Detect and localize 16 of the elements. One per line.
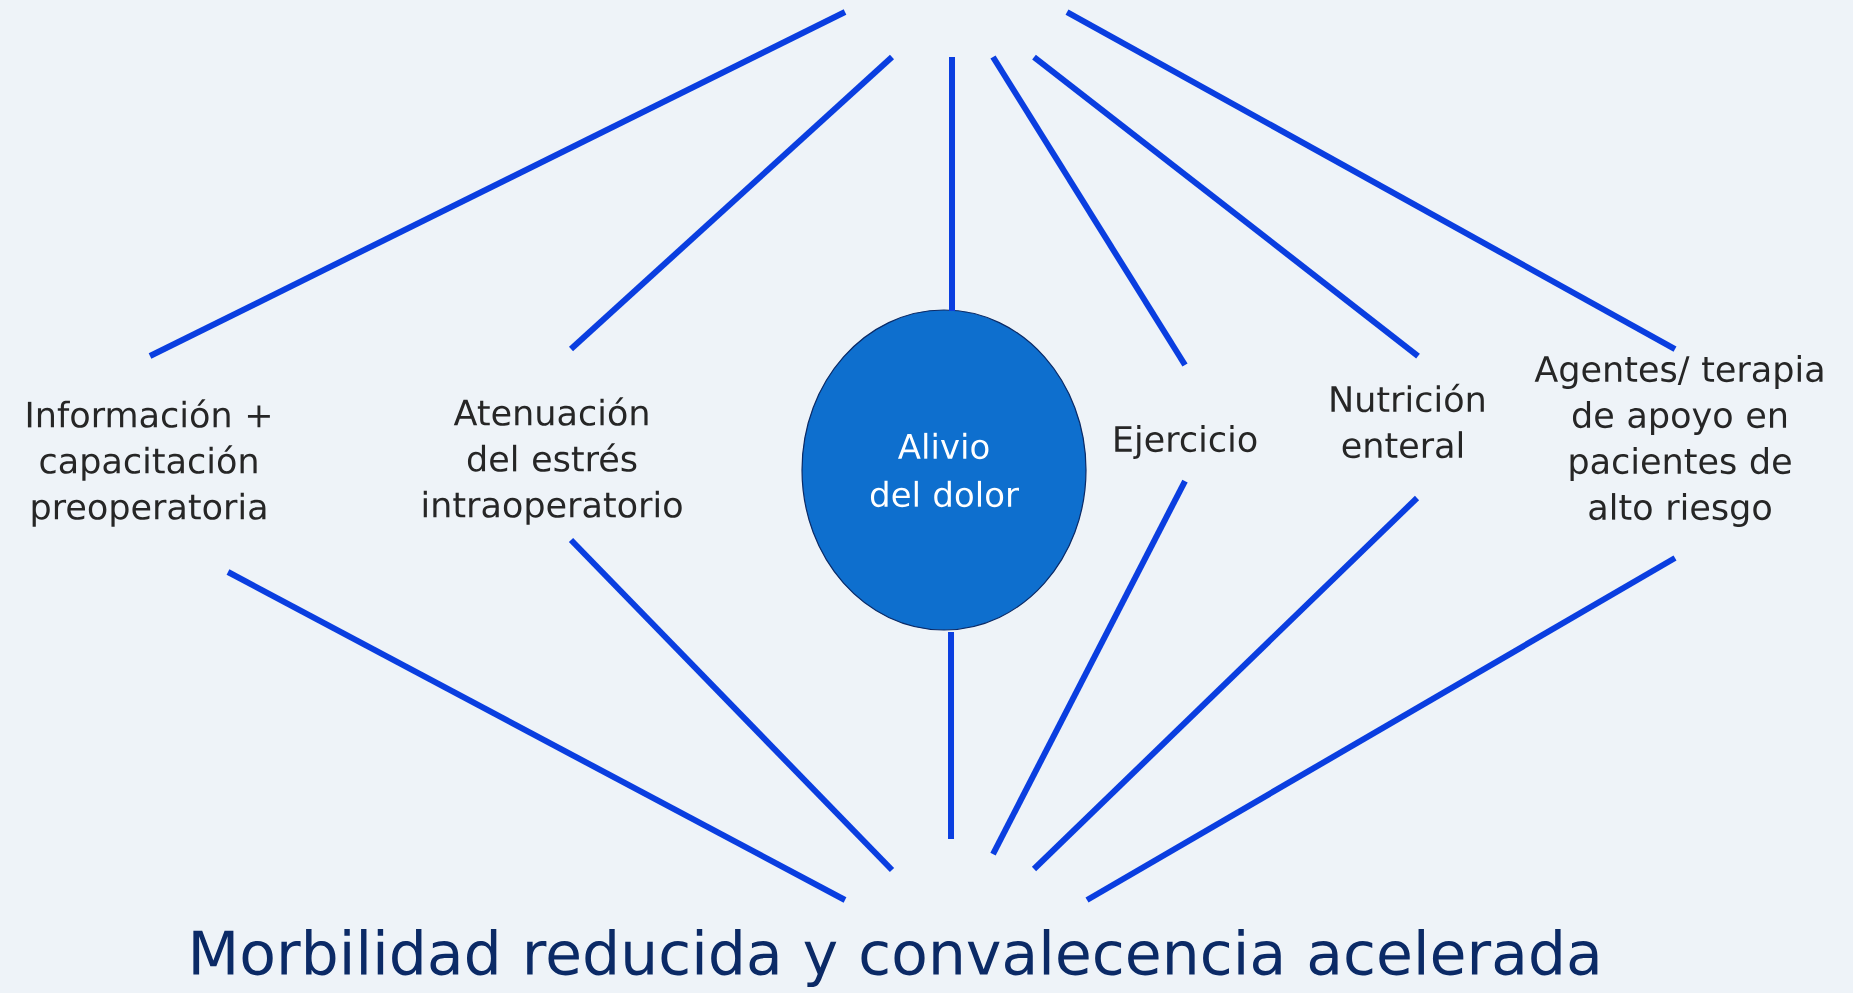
label-text: Ejercicio — [1115, 425, 1257, 459]
label-text: Agentes/ terapia de apoyo en pacientes de alto riesgo — [1534, 355, 1823, 527]
connector-line — [148, 9, 847, 359]
label-text: Información + capacitación preoperatoria — [27, 399, 270, 527]
title-text: Morbilidad reducida y convalecencia acelerada — [193, 929, 1598, 988]
connector-line — [226, 569, 847, 903]
connector-line — [1065, 9, 1677, 352]
connector-line — [568, 537, 895, 873]
connector-line — [990, 479, 1188, 856]
connector-line — [990, 55, 1188, 367]
connector-line — [1032, 54, 1420, 359]
connector-line — [569, 54, 895, 352]
connector-line — [1085, 555, 1677, 903]
connector-line — [1031, 495, 1420, 872]
label-text: Nutrición enteral — [1331, 383, 1484, 459]
label-text: Atenuación del estrés intraoperatorio — [423, 397, 682, 525]
